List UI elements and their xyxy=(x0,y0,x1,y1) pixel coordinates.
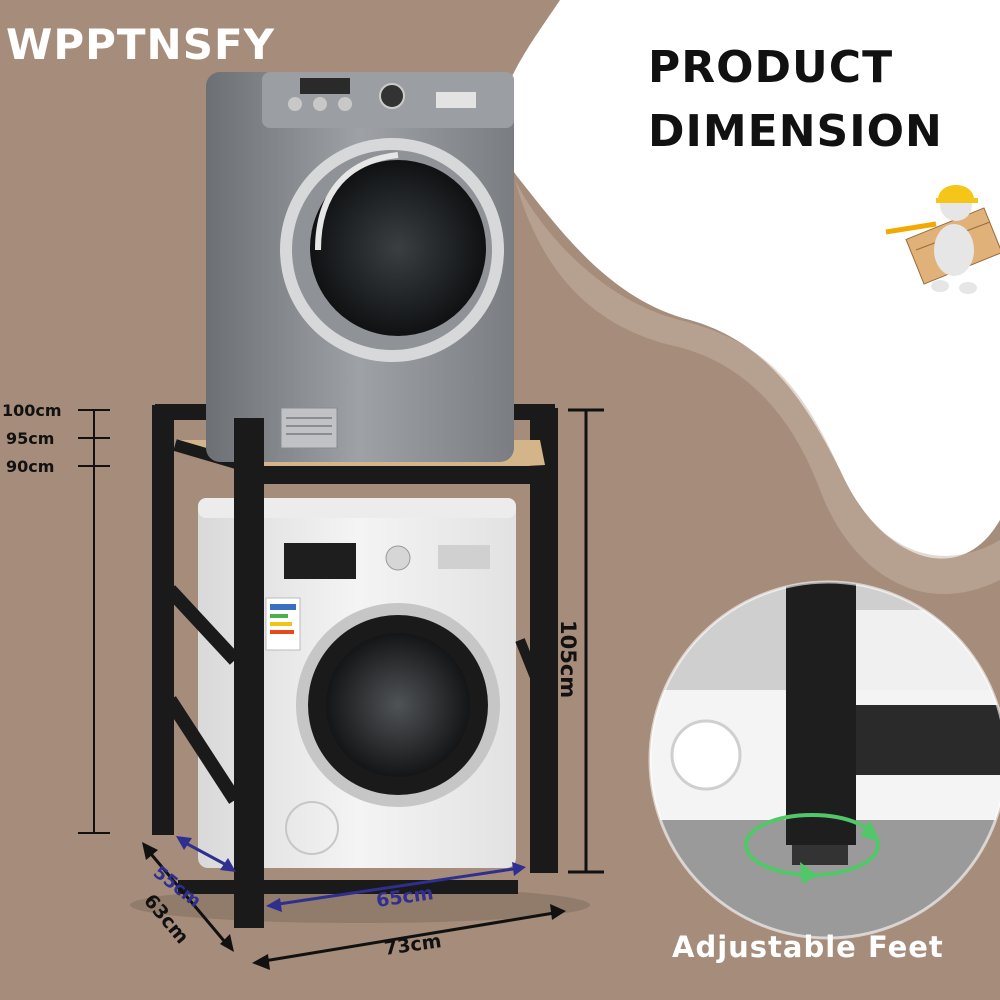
tick-label-90cm: 90cm xyxy=(6,457,55,476)
tick-label-100cm: 100cm xyxy=(2,401,62,420)
tick-label-95cm: 95cm xyxy=(6,429,55,448)
depth-arrows xyxy=(142,836,236,952)
dryer xyxy=(206,72,514,462)
height-ruler xyxy=(78,409,110,834)
rotate-arrow-icon xyxy=(744,813,880,884)
headline-line-2: DIMENSION xyxy=(648,106,943,157)
background-swoosh xyxy=(499,0,1000,559)
engineer-figure-icon xyxy=(885,185,1000,294)
height-label: 105cm xyxy=(556,620,580,699)
height-105-ruler xyxy=(568,408,604,874)
brand-name: WPPTNSFY xyxy=(6,20,276,69)
washing-machine xyxy=(198,498,516,868)
headline-line-1: PRODUCT xyxy=(648,42,894,93)
width-arrows xyxy=(252,862,566,970)
adjustable-feet-label: Adjustable Feet xyxy=(672,930,944,964)
